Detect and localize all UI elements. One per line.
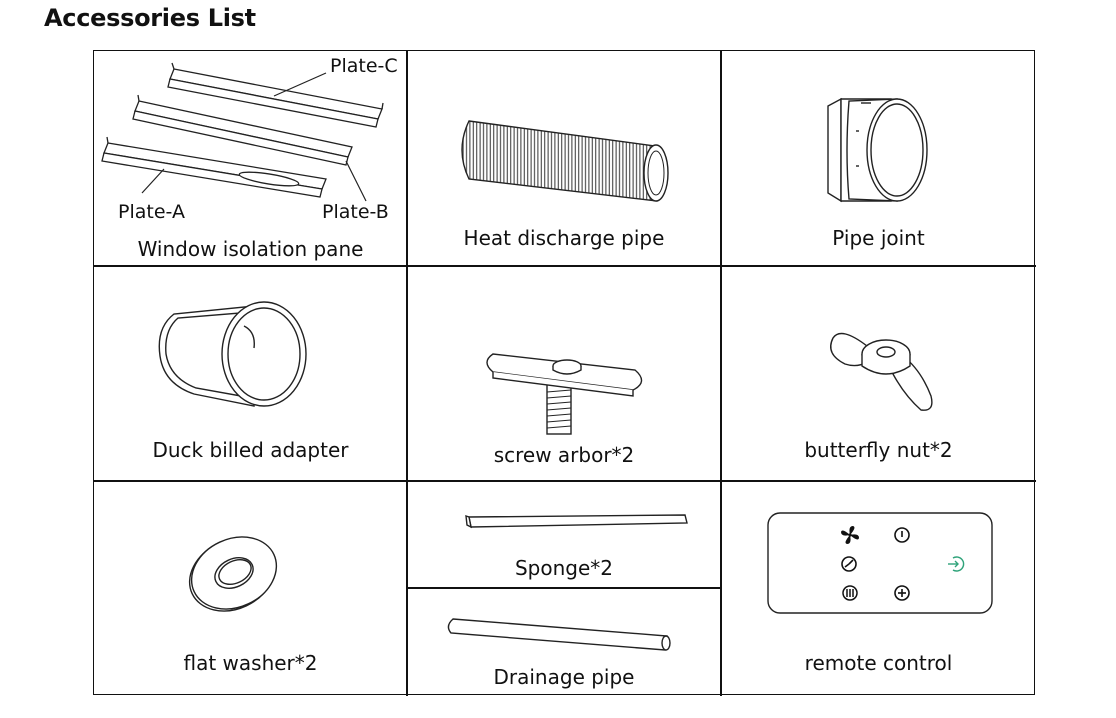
cell-label: butterfly nut*2 xyxy=(804,438,953,462)
window-isolation-pane-illustration xyxy=(101,62,384,202)
callout-plate-b: Plate-B xyxy=(322,201,389,223)
cell-pipe-joint: Pipe joint xyxy=(721,51,1036,266)
heat-discharge-pipe-illustration xyxy=(461,120,669,202)
cell-butterfly-nut: butterfly nut*2 xyxy=(721,266,1036,481)
cell-duck-billed-adapter: Duck billed adapter xyxy=(94,266,407,481)
cell-label: Drainage pipe xyxy=(493,665,635,689)
grid-divider xyxy=(720,51,722,696)
cell-sponge: Sponge*2 xyxy=(407,481,721,588)
cell-label: screw arbor*2 xyxy=(493,443,635,467)
cell-window-isolation-pane: Plate-C Plate-A Plate-B Window isolation… xyxy=(94,51,407,266)
drainage-pipe-illustration xyxy=(447,618,671,651)
cell-label: Heat discharge pipe xyxy=(463,226,665,250)
cell-screw-arbor: screw arbor*2 xyxy=(407,266,721,481)
grid-divider xyxy=(406,51,408,696)
mode-icon xyxy=(948,556,965,572)
callout-plate-c: Plate-C xyxy=(330,55,398,77)
plus-icon xyxy=(894,585,910,601)
callout-plate-a: Plate-A xyxy=(118,201,185,223)
cell-flat-washer: flat washer*2 xyxy=(94,481,407,696)
grid-divider xyxy=(406,587,720,589)
remote-control-illustration xyxy=(767,512,993,614)
cell-remote-control: remote control xyxy=(721,481,1036,696)
accessories-table: Plate-C Plate-A Plate-B Window isolation… xyxy=(93,50,1036,696)
screw-arbor-illustration xyxy=(486,353,643,435)
grid-divider xyxy=(94,265,1036,267)
cell-heat-discharge-pipe: Heat discharge pipe xyxy=(407,51,721,266)
cell-label: Duck billed adapter xyxy=(152,438,349,462)
pipe-joint-illustration xyxy=(827,97,928,203)
cell-drainage-pipe: Drainage pipe xyxy=(407,588,721,696)
butterfly-nut-illustration xyxy=(830,332,933,411)
cell-label: remote control xyxy=(804,651,953,675)
cell-label: Pipe joint xyxy=(832,226,925,250)
sponge-illustration xyxy=(465,514,688,529)
flat-washer-illustration xyxy=(188,536,278,612)
power-icon xyxy=(894,527,910,543)
grid-divider xyxy=(94,480,1036,482)
fan-icon xyxy=(841,526,859,544)
cell-label: flat washer*2 xyxy=(183,651,318,675)
duck-billed-adapter-illustration xyxy=(158,301,307,407)
timer-icon xyxy=(841,556,857,572)
cell-label: Sponge*2 xyxy=(514,556,614,580)
cell-label: Window isolation pane xyxy=(137,237,364,261)
page-title: Accessories List xyxy=(44,4,256,32)
heater-icon xyxy=(842,585,858,601)
